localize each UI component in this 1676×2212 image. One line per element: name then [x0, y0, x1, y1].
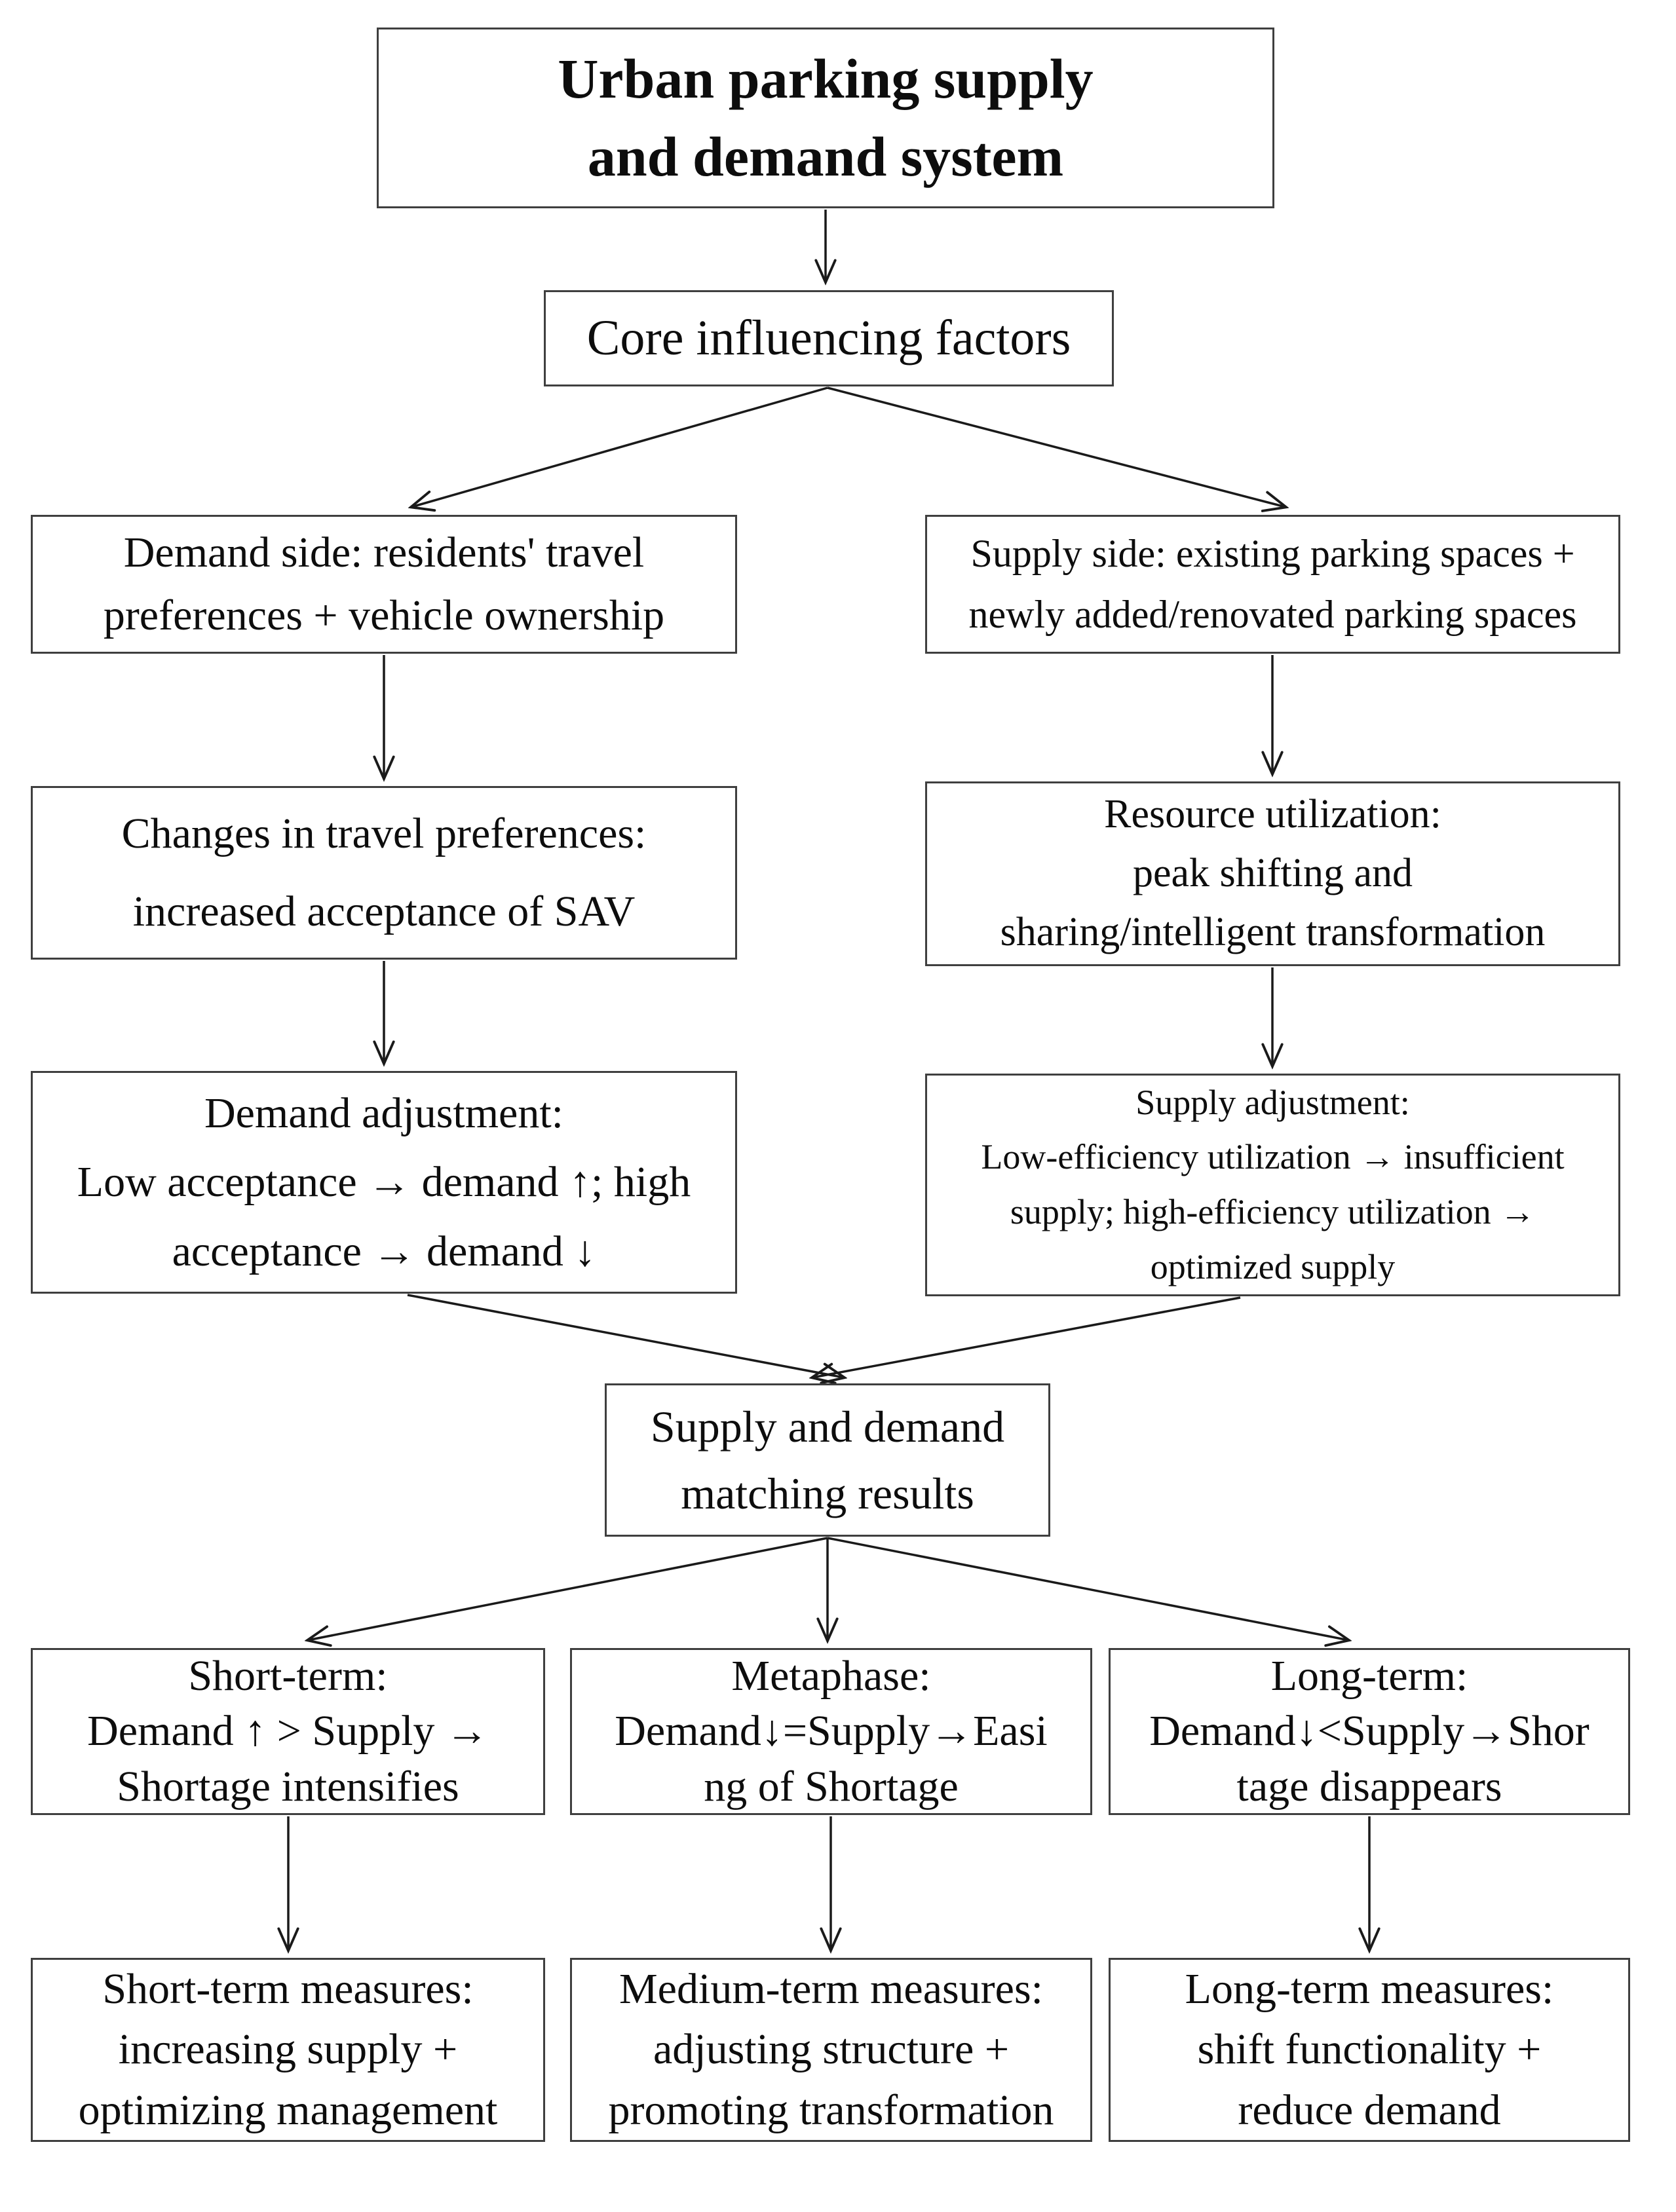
node-long-term-measures-label: Long-term measures: shift functionality …: [1185, 1964, 1554, 2134]
node-long-term-measures: Long-term measures: shift functionality …: [1109, 1958, 1630, 2142]
node-urban-parking-system-label: Urban parking supply and demand system: [558, 47, 1094, 188]
node-long-term: Long-term: Demand↓<Supply→Shor tage disa…: [1109, 1648, 1630, 1815]
node-demand-side: Demand side: residents' travel preferenc…: [31, 515, 737, 654]
arrow-matching-to-long-term: [827, 1537, 1348, 1640]
node-demand-adjustment-label: Demand adjustment: Low acceptance → dema…: [77, 1089, 691, 1275]
node-short-term-label: Short-term: Demand ↑ > Supply → Shortage…: [87, 1651, 489, 1810]
node-demand-side-label: Demand side: residents' travel preferenc…: [103, 529, 665, 639]
node-urban-parking-system-title: Urban parking supply and demand system: [377, 28, 1274, 208]
arrow-core-to-demand-side: [411, 386, 828, 507]
arrow-demand-adjust-to-matching: [407, 1294, 844, 1378]
node-metaphase: Metaphase: Demand↓=Supply→Easi ng of Sho…: [570, 1648, 1092, 1815]
node-supply-side: Supply side: existing parking spaces + n…: [925, 515, 1620, 654]
node-medium-term-measures: Medium-term measures: adjusting structur…: [570, 1958, 1092, 2142]
node-short-term: Short-term: Demand ↑ > Supply → Shortage…: [31, 1648, 545, 1815]
node-core-influencing-factors-label: Core influencing factors: [586, 310, 1071, 366]
node-supply-side-label: Supply side: existing parking spaces + n…: [968, 532, 1577, 636]
node-travel-preferences: Changes in travel preferences: increased…: [31, 786, 737, 960]
node-resource-utilization-label: Resource utilization: peak shifting and …: [1000, 792, 1546, 954]
arrow-core-to-supply-side: [827, 386, 1286, 507]
node-matching-results-label: Supply and demand matching results: [650, 1402, 1005, 1518]
arrow-matching-to-short-term: [308, 1537, 828, 1640]
node-demand-adjustment: Demand adjustment: Low acceptance → dema…: [31, 1071, 737, 1294]
node-supply-adjustment: Supply adjustment: Low-efficiency utiliz…: [925, 1074, 1620, 1296]
node-metaphase-label: Metaphase: Demand↓=Supply→Easi ng of Sho…: [615, 1651, 1048, 1810]
node-long-term-label: Long-term: Demand↓<Supply→Shor tage disa…: [1149, 1651, 1590, 1810]
node-core-influencing-factors: Core influencing factors: [544, 290, 1114, 386]
node-medium-term-measures-label: Medium-term measures: adjusting structur…: [608, 1964, 1054, 2134]
node-short-term-measures-label: Short-term measures: increasing supply +…: [78, 1964, 498, 2134]
arrow-supply-adjust-to-matching: [812, 1296, 1241, 1378]
node-supply-adjustment-label: Supply adjustment: Low-efficiency utiliz…: [981, 1082, 1565, 1286]
node-resource-utilization: Resource utilization: peak shifting and …: [925, 781, 1620, 966]
node-short-term-measures: Short-term measures: increasing supply +…: [31, 1958, 545, 2142]
node-travel-preferences-label: Changes in travel preferences: increased…: [121, 809, 647, 935]
node-matching-results: Supply and demand matching results: [605, 1383, 1050, 1537]
